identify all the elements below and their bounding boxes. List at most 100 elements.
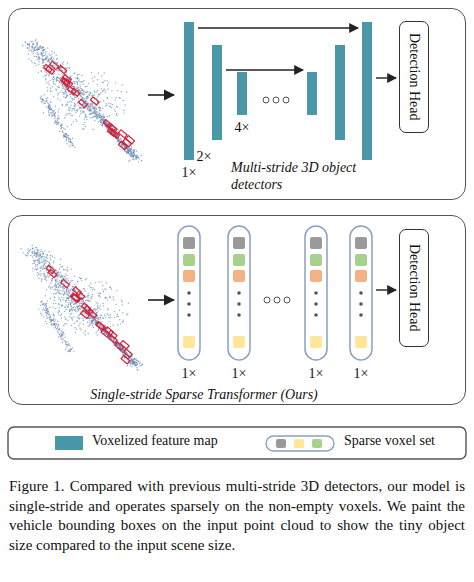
lidar-point [36,269,37,270]
lidar-point [87,293,88,294]
lidar-point [66,139,67,140]
lidar-point [100,117,101,118]
lidar-point [55,280,56,281]
lidar-point [48,110,49,111]
lidar-point [30,49,31,50]
lidar-point [127,152,128,153]
lidar-point [66,289,67,290]
lidar-point [122,350,123,351]
lidar-point [104,332,105,333]
lidar-point [29,47,30,48]
lidar-point [90,113,91,114]
lidar-point [69,138,70,139]
lidar-point [71,306,72,307]
lidar-point [70,138,71,139]
lidar-point [65,292,66,293]
lidar-point [38,273,39,274]
lidar-point [58,87,59,88]
lidar-point [91,95,92,96]
lidar-point [75,104,76,105]
lidar-point [98,114,99,115]
lidar-point [86,107,87,108]
lidar-point [37,47,38,48]
lidar-point [131,156,132,157]
lidar-point [134,158,135,159]
lidar-point [55,120,56,121]
lidar-point [41,47,42,48]
lidar-point [104,332,105,333]
lidar-point [51,54,52,55]
lidar-point [41,50,42,51]
lidar-point [112,338,113,339]
lidar-point [105,334,106,335]
lidar-point [91,322,92,323]
lidar-point [60,125,61,126]
lidar-point [81,90,82,91]
lidar-point [69,293,70,294]
lidar-point [96,107,97,108]
lidar-point [87,297,88,298]
lidar-point [135,157,136,158]
lidar-point [127,148,128,149]
lidar-point [106,333,107,334]
lidar-point [41,259,42,260]
lidar-point [77,83,78,84]
lidar-point [31,251,32,252]
lidar-point [87,98,88,99]
lidar-point [74,105,75,106]
lidar-point [72,138,73,139]
lidar-point [103,114,104,115]
lidar-point [68,302,69,303]
lidar-point [135,155,136,156]
lidar-point [66,137,67,138]
lidar-point [74,309,75,310]
point-cloud [22,39,142,163]
lidar-point [124,147,125,148]
lidar-point [57,275,58,276]
lidar-point [56,124,57,125]
lidar-point [133,156,134,157]
lidar-point [53,80,54,81]
lidar-point [107,97,108,98]
lidar-point [69,67,70,68]
lidar-point [52,256,53,257]
lidar-point [48,61,49,62]
lidar-point [64,93,65,94]
lidar-point [36,254,37,255]
lidar-point [137,360,138,361]
lidar-point [59,285,60,286]
lidar-point [40,97,41,98]
lidar-point [33,43,34,44]
lidar-point [60,259,61,260]
lidar-point [37,52,38,53]
lidar-point [55,88,56,89]
lidar-point [66,137,67,138]
lidar-point [38,274,39,275]
lidar-point [131,146,132,147]
lidar-point [100,110,101,111]
lidar-point [72,286,73,287]
lidar-point [34,47,35,48]
lidar-point [67,102,68,103]
lidar-point [70,304,71,305]
lidar-point [124,348,125,349]
lidar-point [44,55,45,56]
lidar-point [80,110,81,111]
lidar-point [58,271,59,272]
lidar-point [67,95,68,96]
lidar-point [129,150,130,151]
lidar-point [77,308,78,309]
lidar-point [115,111,116,112]
lidar-point [89,92,90,93]
lidar-point [127,148,128,149]
lidar-point [100,121,101,122]
lidar-point [53,296,54,297]
lidar-point [92,320,93,321]
lidar-point [39,53,40,54]
lidar-point [34,252,35,253]
lidar-point [74,105,75,106]
lidar-point [93,319,94,320]
lidar-point [99,108,100,109]
lidar-point [106,128,107,129]
lidar-point [67,288,68,289]
